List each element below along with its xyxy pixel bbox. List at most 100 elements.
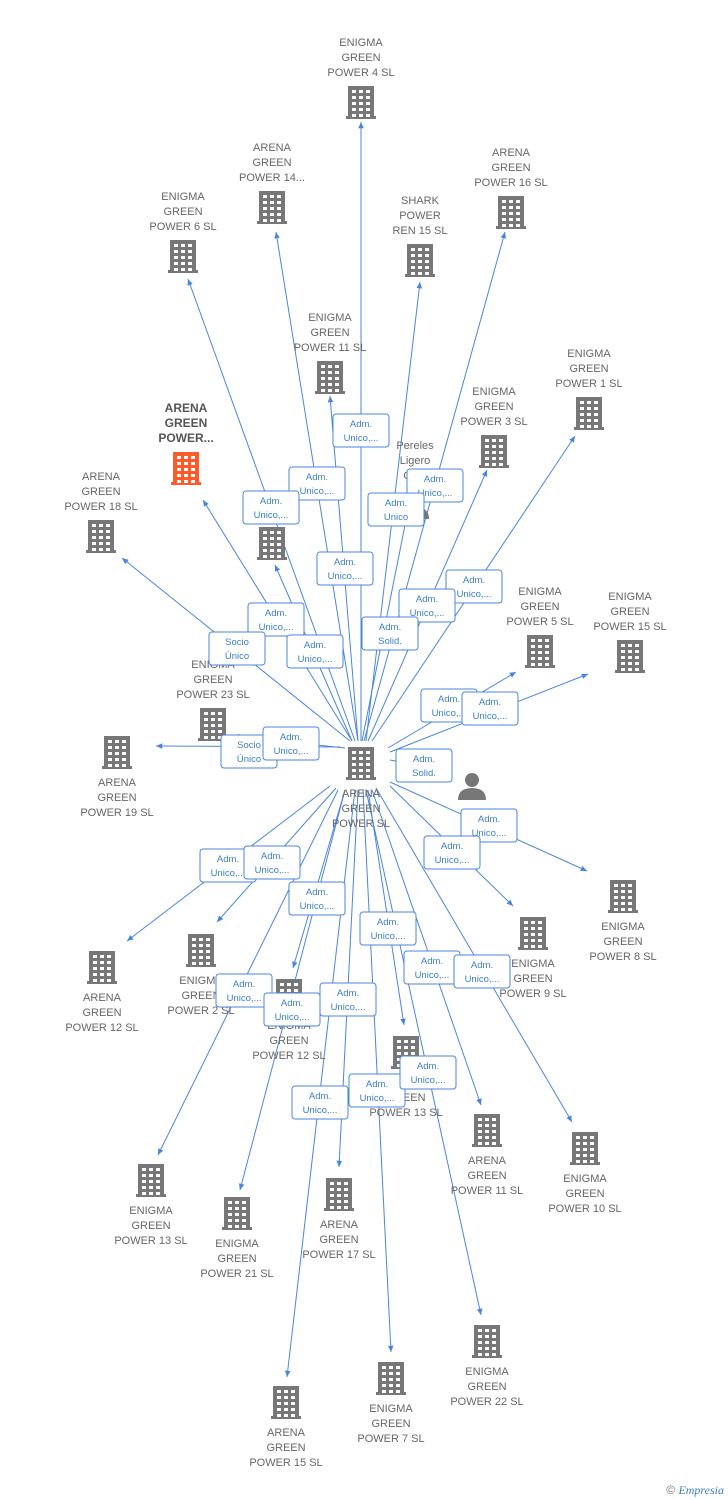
relation-text: Adm.Unico,...	[344, 419, 379, 444]
relation-label[interactable]: Adm.Unico,...	[316, 551, 374, 586]
building-icon	[615, 640, 645, 673]
building-icon	[171, 452, 201, 485]
building-icon	[479, 435, 509, 468]
relation-label[interactable]: Adm.Unico,...	[403, 950, 461, 985]
relation-label[interactable]: Adm.Unico,...	[291, 1085, 349, 1120]
relation-label[interactable]: Adm.Unico,...	[461, 691, 519, 726]
relation-label[interactable]: Adm.Unico,...	[288, 881, 346, 916]
relation-label[interactable]: Adm.Unico,...	[243, 845, 301, 880]
building-icon	[102, 736, 132, 769]
building-icon	[315, 361, 345, 394]
relation-label[interactable]: Adm.Unico,...	[263, 992, 321, 1027]
relation-text: Adm.Unico,...	[227, 979, 262, 1004]
building-icon	[574, 397, 604, 430]
building-icon	[136, 1164, 166, 1197]
building-icon	[257, 527, 287, 560]
relation-label[interactable]: Adm.Unico,...	[286, 634, 344, 669]
relation-text: Adm.Unico,...	[465, 960, 500, 985]
relation-text: Adm.Unico	[384, 498, 408, 523]
relation-label[interactable]: Adm.Unico,...	[247, 602, 305, 637]
relation-text: Adm.Solid.	[378, 622, 402, 647]
footer-brand[interactable]: © Empresia	[666, 1483, 724, 1498]
relation-label[interactable]: Adm.Unico,...	[288, 466, 346, 501]
relation-text: Adm.Unico,...	[432, 694, 467, 719]
building-icon	[86, 520, 116, 553]
relation-text: Adm.Unico,...	[259, 608, 294, 633]
relation-edge	[157, 789, 339, 1156]
relation-text: Adm.Unico,...	[300, 887, 335, 912]
building-icon	[257, 191, 287, 224]
relation-label[interactable]: Adm.Solid.	[395, 748, 453, 783]
relation-label[interactable]: Adm.Unico,...	[199, 848, 257, 883]
relation-label[interactable]: Adm.Unico,...	[398, 588, 456, 623]
relation-label[interactable]: Adm.Unico,...	[348, 1073, 406, 1108]
relation-text: Adm.Unico,...	[254, 496, 289, 521]
relation-label[interactable]: Adm.Unico,...	[423, 835, 481, 870]
relation-label[interactable]: Adm.Unico,...	[319, 982, 377, 1017]
relation-label[interactable]: Adm.Unico,...	[215, 973, 273, 1008]
relation-label[interactable]: Adm.Unico,...	[242, 490, 300, 525]
relation-labels-layer: Adm.Unico,...Adm.Unico,...Adm.Unico,...A…	[199, 413, 519, 1120]
building-icon	[405, 244, 435, 277]
relation-label[interactable]: Adm.Solid.	[361, 616, 419, 651]
relation-label[interactable]: Adm.Unico,...	[445, 569, 503, 604]
relation-text: Adm.Unico,...	[211, 854, 246, 879]
relation-label[interactable]: Adm.Unico,...	[332, 413, 390, 448]
building-icon	[496, 196, 526, 229]
relation-label[interactable]: Adm.Unico,...	[262, 726, 320, 761]
building-icon	[472, 1325, 502, 1358]
relation-label[interactable]: Adm.Unico,...	[460, 808, 518, 843]
relation-label[interactable]: Adm.Unico,...	[359, 911, 417, 946]
relation-label[interactable]: Adm.Unico,...	[399, 1055, 457, 1090]
relation-label[interactable]: Adm.Unico	[367, 492, 425, 527]
relation-label[interactable]: Adm.Unico,...	[453, 954, 511, 989]
relation-edge	[371, 789, 482, 1106]
building-icon	[376, 1362, 406, 1395]
